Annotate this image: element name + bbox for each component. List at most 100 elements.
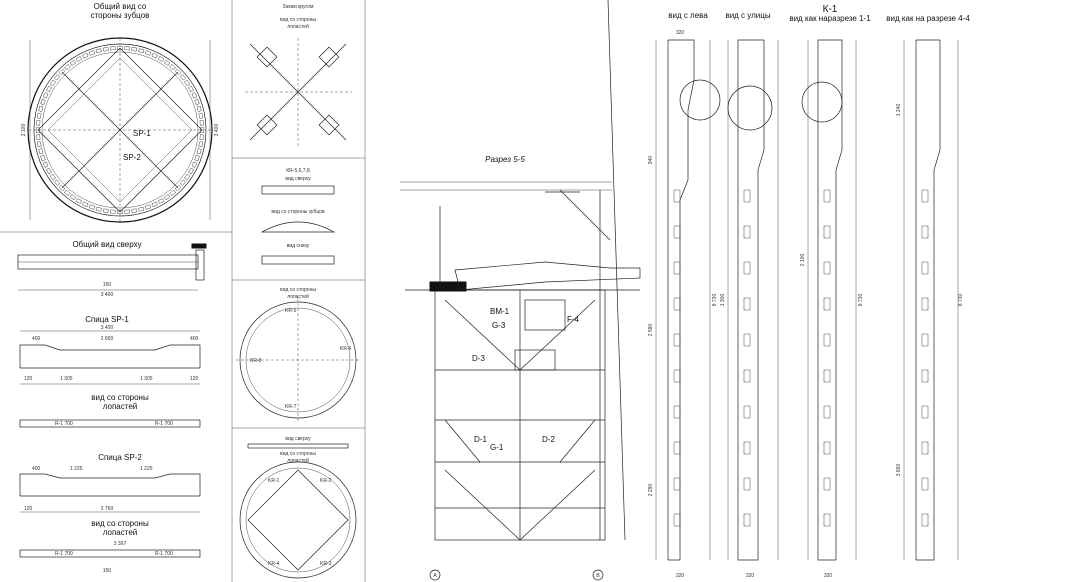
wheel-tooth — [37, 112, 42, 119]
ring2-circle — [239, 461, 357, 579]
wheel-tooth — [138, 48, 145, 54]
sp1-dim-400b: 400 — [190, 336, 199, 342]
section-brace-1 — [444, 299, 521, 371]
top-view-shaft — [195, 249, 205, 281]
wheel-tooth — [151, 201, 158, 208]
kr-pieces: КR-5,6,7,8 вид сверху вид со стороны зуб… — [260, 168, 336, 265]
post-mortise — [823, 225, 831, 239]
post-mortise — [743, 477, 751, 491]
label-kr1: KR-1 — [268, 478, 280, 484]
post-mortise — [921, 369, 929, 383]
wheel-tooth — [69, 59, 77, 66]
post-mortise — [743, 513, 751, 527]
post-mortise — [823, 333, 831, 347]
wheel-tooth — [102, 47, 109, 52]
post-mortise — [673, 369, 681, 383]
kr-top — [261, 185, 335, 195]
wheel-tooth — [184, 173, 191, 181]
wheel-tooth — [131, 208, 138, 213]
sp1-dim-400a: 400 — [32, 336, 41, 342]
post-44-1240: 1 240 — [896, 104, 902, 117]
sp2-r1700c: R-1 700 — [55, 551, 73, 557]
spoke-sp1-blade-view: вид со стороны лопастей R-1 700 R-1 700 — [19, 393, 201, 428]
label-kr7: KR-7 — [285, 404, 297, 410]
post-left-2290: 2 290 — [648, 484, 654, 497]
ring-view-1: вид со стороны лопастей KR-5 KR-6 KR-7 K… — [236, 287, 360, 422]
sp1-r1700b: R-1 700 — [155, 421, 173, 427]
label-kr8: KR-8 — [250, 358, 262, 364]
wheel-tooth — [110, 209, 116, 214]
label-g3: G-3 — [492, 321, 506, 330]
dim-top-3400: 3 400 — [101, 292, 114, 298]
wheel-tooth — [169, 189, 176, 196]
sp1-dim-120b: 120 — [190, 376, 199, 382]
wheel-tooth — [38, 105, 44, 112]
wheel-tooth — [157, 56, 165, 62]
label-kr2: KR-2 — [320, 478, 332, 484]
axis-a-marker — [429, 569, 441, 581]
title-spoke2: Спица SP-2 — [98, 453, 142, 462]
label-g1: G-1 — [490, 443, 504, 452]
post-mortise — [743, 297, 751, 311]
sp2-dim-120: 120 — [24, 506, 33, 512]
section-brace-6 — [519, 469, 596, 541]
wheel-tooth — [88, 204, 96, 210]
wheel-tooth — [198, 112, 203, 119]
section-millstone — [429, 281, 467, 292]
post-k1-320bot: 320 — [824, 573, 833, 579]
section-brace-3 — [444, 419, 481, 463]
post-left-940: 940 — [648, 156, 654, 165]
post-left-outline — [667, 39, 695, 561]
wheel-tooth — [88, 50, 96, 56]
post-mortise — [823, 297, 831, 311]
title-kr-sub2: вид со стороны зубцов — [271, 209, 325, 215]
wheel-tooth — [124, 46, 130, 51]
wheel-tooth — [144, 50, 152, 56]
title-spoke1: Спица SP-1 — [85, 315, 129, 324]
wheel-teeth-view: Общий вид со стороны зубцов 2 100 3 400 … — [21, 2, 220, 223]
post-mortise — [823, 369, 831, 383]
wheel-tooth — [40, 98, 46, 106]
wheel-tooth — [36, 120, 41, 126]
wheel-tooth — [95, 206, 102, 212]
section-roof-brace — [559, 189, 611, 241]
post-detail-marks — [673, 189, 929, 527]
post-mortise — [921, 477, 929, 491]
title-kr: КR-5,6,7,8 — [286, 168, 310, 174]
axis-b-marker — [592, 569, 604, 581]
wheel-tooth — [194, 98, 200, 106]
wedge-tr — [318, 46, 340, 68]
post-mortise — [673, 477, 681, 491]
section-brace-4 — [559, 419, 596, 463]
label-kr3: KR-3 — [320, 561, 332, 567]
label-d3: D-3 — [472, 354, 485, 363]
title-section: Разрез 5-5 — [485, 155, 525, 164]
wheel-teeth — [36, 46, 204, 214]
wheel-tooth — [42, 92, 49, 99]
post-mortise — [673, 333, 681, 347]
wheel-tooth — [42, 161, 49, 168]
section-gear-box — [514, 349, 556, 371]
title-teeth-view-line1: Общий вид со — [94, 2, 147, 11]
title-sp2-blades-line1: вид со стороны — [91, 519, 149, 528]
title-teeth-view-line2: стороны зубцов — [91, 11, 150, 20]
wheel-tooth — [163, 59, 171, 66]
wheel-tooth — [82, 52, 89, 59]
spoke-sp2-drawing: Спица SP-2 400 1 225 1 225 2 760 120 — [19, 453, 201, 513]
title-street-view: вид с улицы — [725, 11, 770, 20]
axis-b-label: B — [596, 573, 600, 579]
post-mortise — [823, 261, 831, 275]
wheel-tooth — [54, 74, 61, 81]
post-mortise — [743, 369, 751, 383]
title-sp1-blades-line2: лопастей — [103, 402, 137, 411]
label-d1: D-1 — [474, 435, 487, 444]
post-left-320bot: 320 — [676, 573, 685, 579]
post-44-outline — [915, 39, 941, 561]
post-left-view: вид с лева 8 730 2 590 2 290 940 320 320 — [648, 11, 721, 579]
wheel-tooth — [54, 179, 61, 186]
sp1-blade-bar — [19, 419, 201, 428]
ring2-circle-inner — [245, 467, 351, 573]
post-mortise — [743, 189, 751, 203]
ring2-square — [247, 469, 349, 571]
